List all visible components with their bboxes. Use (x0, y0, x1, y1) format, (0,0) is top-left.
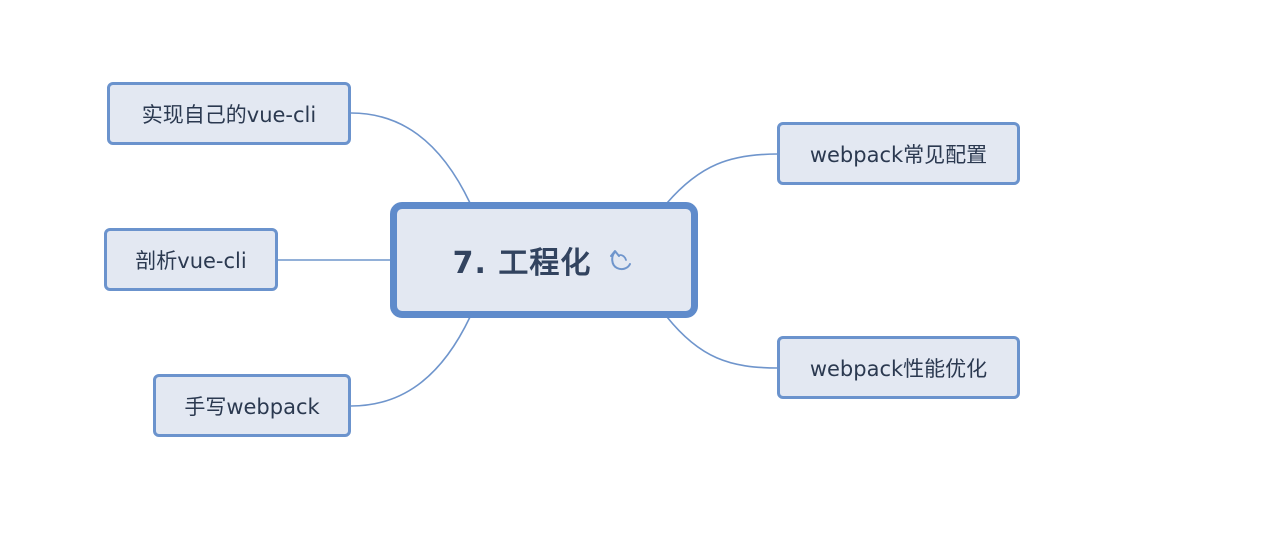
branch-node-label: webpack性能优化 (809, 356, 988, 381)
branch-node-webpack-perf[interactable]: webpack性能优化 (777, 336, 1020, 399)
branch-node-handwrite-webpack[interactable]: 手写webpack (153, 374, 351, 437)
root-node-label: 7. 工程化 (452, 246, 592, 281)
branch-node-vue-cli-own[interactable]: 实现自己的vue-cli (107, 82, 351, 145)
branch-node-webpack-config[interactable]: webpack常见配置 (777, 122, 1020, 185)
connector-webpack-perf (666, 316, 779, 369)
branch-node-label: 剖析vue-cli (135, 248, 247, 273)
connector-webpack-config (666, 153, 779, 204)
branch-node-analyze-vue-cli[interactable]: 剖析vue-cli (104, 228, 278, 291)
connector-handwrite-webpack (350, 316, 471, 407)
refresh-icon[interactable] (607, 246, 635, 274)
branch-node-label: 实现自己的vue-cli (141, 102, 317, 127)
root-node[interactable]: 7. 工程化 (390, 202, 698, 318)
connector-vue-cli-own (350, 112, 471, 204)
branch-node-label: webpack常见配置 (809, 142, 988, 167)
branch-node-label: 手写webpack (184, 394, 320, 419)
